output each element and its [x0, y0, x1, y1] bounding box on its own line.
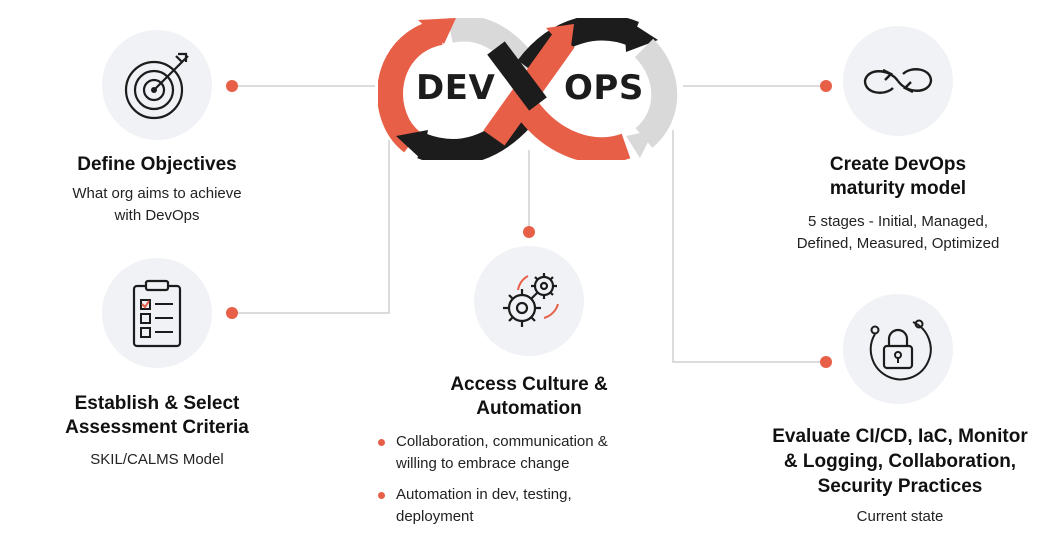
- maturity-model-desc-line1: 5 stages - Initial, Managed,: [807, 213, 989, 230]
- define-objectives-desc-line1: What org aims to achieve: [72, 185, 242, 202]
- devops-logo: DEV OPS: [377, 14, 678, 165]
- gears-icon: [503, 273, 559, 327]
- connector-dot-maturity: [820, 80, 832, 92]
- infinity-loop-icon: [377, 14, 678, 165]
- checklist-icon: [132, 279, 182, 348]
- logo-dev-text: DEV: [416, 68, 496, 108]
- access-culture-title-line2: Automation: [476, 398, 582, 419]
- evaluate-practices-title-line3: Security Practices: [817, 476, 983, 497]
- establish-criteria-title-line2: Assessment Criteria: [65, 417, 249, 438]
- maturity-model-title-line1: Create DevOps: [829, 154, 967, 175]
- evaluate-practices-title-line1: Evaluate CI/CD, IaC, Monitor: [772, 426, 1028, 447]
- access-culture-bullet-2: Automation in dev, testing, deployment: [378, 484, 676, 528]
- infinity-cycle-icon: [863, 68, 933, 94]
- establish-criteria-desc: SKIL/CALMS Model: [90, 451, 224, 468]
- connector-dot-establish: [226, 307, 238, 319]
- establish-criteria-icon-circle: [102, 258, 212, 368]
- connector-dot-evaluate: [820, 356, 832, 368]
- define-objectives-icon-circle: [102, 30, 212, 140]
- access-culture-bullet-1: Collaboration, communication & willing t…: [378, 431, 676, 475]
- evaluate-practices-title-line2: & Logging, Collaboration,: [783, 451, 1017, 472]
- maturity-model-title-line2: maturity model: [829, 178, 967, 199]
- maturity-model-desc-line2: Defined, Measured, Optimized: [796, 235, 1000, 252]
- establish-criteria-title-line1: Establish & Select: [74, 393, 240, 414]
- target-icon: [124, 52, 189, 120]
- lock-icon: [869, 319, 932, 381]
- bullet-1-line1: Collaboration, communication &: [396, 433, 608, 450]
- bullet-2-line1: Automation in dev, testing,: [396, 486, 572, 503]
- define-objectives-desc-line2: with DevOps: [114, 207, 200, 224]
- logo-ops-text: OPS: [564, 68, 644, 108]
- define-objectives-title: Define Objectives: [77, 154, 237, 175]
- maturity-model-icon-circle: [843, 26, 953, 136]
- connector-dot-access: [523, 226, 535, 238]
- bullet-1-line2: willing to embrace change: [396, 455, 570, 472]
- evaluate-practices-desc: Current state: [856, 508, 944, 525]
- access-culture-title-line1: Access Culture &: [450, 374, 608, 395]
- bullet-2-line2: deployment: [396, 508, 474, 525]
- access-culture-icon-circle: [474, 246, 584, 356]
- evaluate-practices-icon-circle: [843, 294, 953, 404]
- connector-dot-define: [226, 80, 238, 92]
